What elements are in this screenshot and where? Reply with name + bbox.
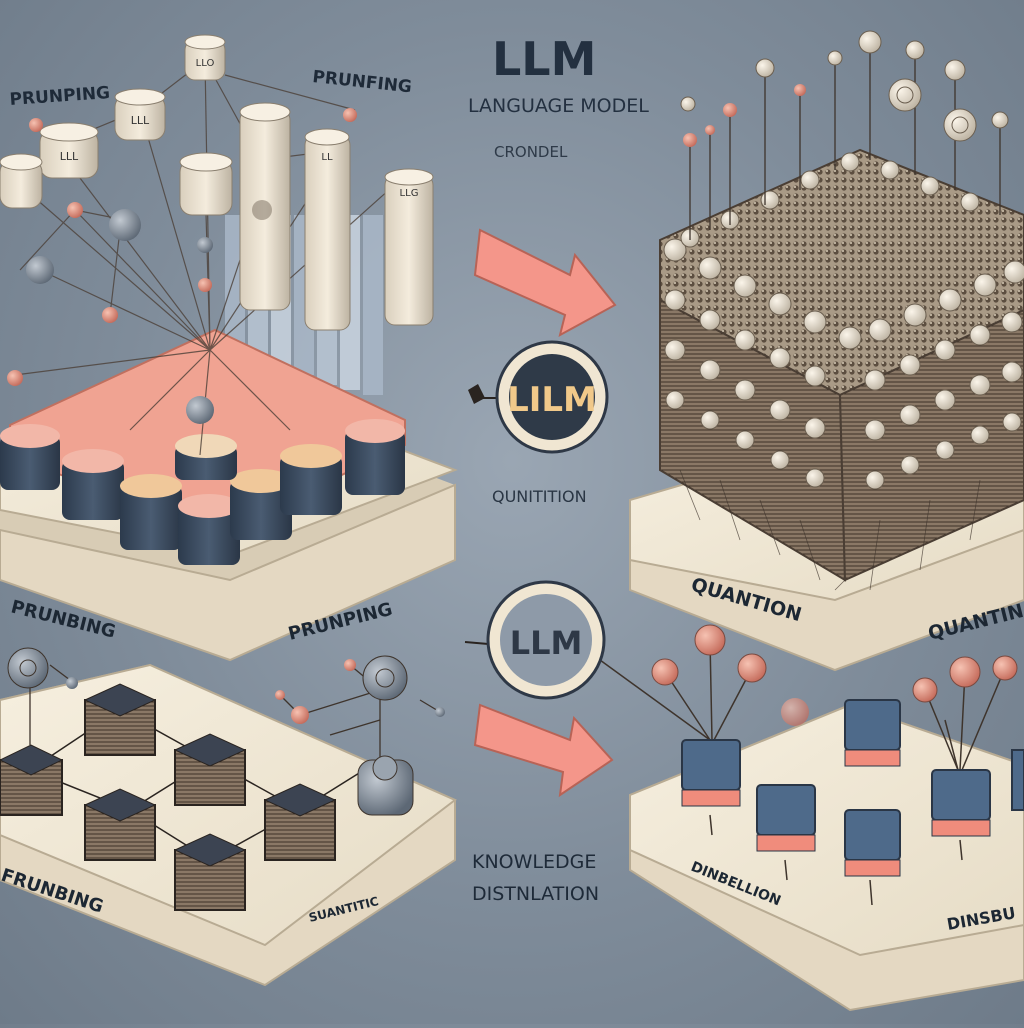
arrow-small-left [468,384,485,404]
cube-beads [663,152,1024,490]
header-subtitle: LANGUAGE MODEL [468,95,649,117]
node-label: LL [321,152,333,163]
bottom-caption-line1: KNOWLEDGE [472,851,596,873]
node-label: LLL [131,114,150,127]
label-top-left-inner: PRUNFING [311,67,412,97]
center-badge-top: LILM [495,340,609,454]
flow-arrows [464,228,617,798]
bottom-caption-line2: DISTNLATION [472,883,599,905]
label-top-left-outer: PRUNPING [9,83,111,110]
cube-strands [679,469,981,591]
badge-top-label: LILM [507,380,597,420]
distill-nodes [651,624,1018,726]
top-left-pruning-module: LLO LLL LLL LL LLG [0,34,458,662]
node-label: LLG [400,188,419,199]
node-label: LLO [196,58,215,69]
dark-cubes [0,683,337,911]
antenna-tips [680,30,1009,147]
cylinder-grid [0,419,405,565]
cube-antennas [689,42,1001,240]
bottom-left-balls [7,647,445,816]
node-label: LLL [60,150,79,163]
badge-bottom-label: LLM [510,624,583,662]
distill-wires [599,639,1006,906]
pruning-nodes: LLO LLL LLL LL LLG [0,34,434,424]
bottom-left-pruning-module [0,647,457,987]
header-title: LLM [492,32,596,86]
arrow-bottom-right [473,703,614,798]
top-right-quantization-module [629,30,1024,672]
arrow-top-right [473,228,617,337]
center-badge-bottom: LLM [486,580,606,700]
badge-top-caption: QUNITITION [492,487,587,506]
header-caption: CRONDEL [494,143,568,161]
distill-blocks [681,699,1024,877]
bottom-right-distillation-module [599,624,1024,1012]
platform-front [0,483,456,662]
